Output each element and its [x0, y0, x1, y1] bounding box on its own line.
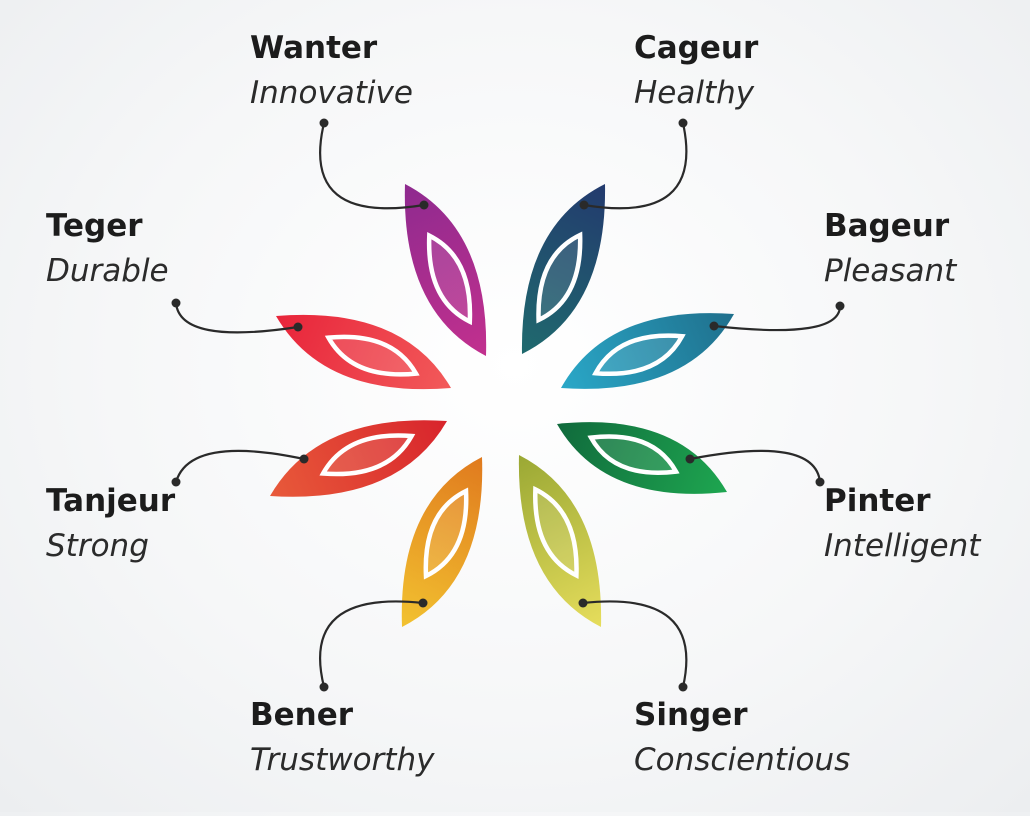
connector-cageur: [583, 122, 688, 210]
petal-inner-outline: [319, 433, 416, 477]
label-wanter: Wanter Innovative: [250, 33, 413, 109]
petal-name: Bener: [250, 697, 354, 733]
petal-shape: [401, 457, 483, 627]
petal-shape: [404, 184, 487, 356]
petal-wanter: [404, 184, 487, 356]
petal-name: Pinter: [824, 483, 931, 519]
petal-teger: [276, 314, 451, 390]
label-tanjeur: Tanjeur Strong: [46, 486, 175, 562]
connector-teger: [174, 302, 299, 334]
petal-trait: Conscientious: [634, 742, 851, 778]
petal-inner-outline: [533, 485, 579, 579]
connector-end-dot: [678, 118, 688, 128]
connector-anchor-dot: [293, 322, 303, 332]
petal-inner-outline: [426, 232, 473, 326]
petal-inner-fill: [595, 335, 683, 374]
petal-inner-fill: [538, 235, 581, 320]
petal-name: Cageur: [634, 30, 759, 66]
connector-end-dot: [678, 682, 688, 692]
petal-shape: [518, 455, 602, 627]
connector-end-dot: [171, 298, 181, 308]
connector-anchor-dot: [419, 200, 429, 210]
petal-name: Wanter: [250, 30, 378, 66]
connector-pinter: [689, 449, 822, 483]
petal-name: Singer: [634, 697, 748, 733]
connector-anchor-dot: [579, 200, 589, 210]
connector-end-dot: [319, 682, 329, 692]
petal-tanjeur: [270, 420, 447, 497]
petal-trait: Healthy: [634, 75, 755, 111]
label-bener: Bener Trustworthy: [250, 700, 434, 776]
label-singer: Singer Conscientious: [634, 700, 850, 776]
connector-anchor-dot: [578, 598, 588, 608]
petal-shape: [270, 420, 447, 497]
petal-shape: [276, 314, 451, 390]
petal-pinter: [557, 422, 727, 494]
petal-name: Teger: [46, 208, 143, 244]
petal-name: Tanjeur: [46, 483, 176, 519]
petal-singer: [518, 455, 602, 627]
label-cageur: Cageur Healthy: [634, 33, 758, 109]
connector-anchor-dot: [709, 321, 719, 331]
petal-trait: Strong: [46, 528, 149, 564]
petal-name: Bageur: [824, 208, 950, 244]
petal-inner-fill: [425, 491, 467, 576]
petal-bener: [401, 457, 483, 627]
connector-tanjeur: [174, 449, 305, 483]
connector-wanter: [319, 122, 425, 210]
connector-bener: [319, 600, 424, 688]
connector-anchor-dot: [418, 598, 428, 608]
petal-trait: Durable: [46, 253, 169, 289]
petal-inner-fill: [591, 436, 676, 473]
connector-anchor-dot: [299, 454, 309, 464]
petal-inner-fill: [535, 489, 577, 576]
connector-singer: [582, 600, 688, 688]
label-teger: Teger Durable: [46, 211, 169, 287]
connector-anchor-dot: [685, 454, 695, 464]
petal-bageur: [561, 313, 734, 389]
petal-trait: Intelligent: [824, 528, 981, 564]
connector-end-dot: [319, 118, 329, 128]
petal-inner-outline: [591, 333, 686, 377]
petal-inner-fill: [429, 235, 470, 322]
petal-inner-outline: [587, 434, 680, 475]
connector-end-dot: [835, 301, 845, 311]
connector-end-dot: [171, 477, 181, 487]
connector-end-dot: [815, 477, 825, 487]
petal-cageur: [521, 184, 606, 354]
petal-trait: Pleasant: [824, 253, 957, 289]
petal-inner-fill: [323, 435, 412, 475]
petal-inner-outline: [536, 231, 583, 324]
petal-trait: Innovative: [250, 75, 413, 111]
petal-shape: [561, 313, 734, 389]
connector-bageur: [713, 305, 842, 332]
label-pinter: Pinter Intelligent: [824, 486, 980, 562]
petal-trait: Trustworthy: [250, 742, 435, 778]
petal-shape: [521, 184, 606, 354]
petal-shape: [557, 422, 727, 494]
label-bageur: Bageur Pleasant: [824, 211, 956, 287]
petal-inner-outline: [423, 487, 469, 580]
petal-inner-outline: [324, 334, 420, 377]
petal-inner-fill: [328, 336, 416, 375]
